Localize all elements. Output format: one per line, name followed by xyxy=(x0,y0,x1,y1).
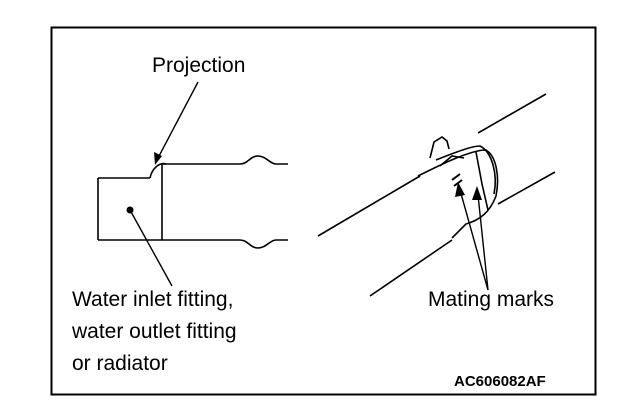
mating-leader-1 xyxy=(459,189,489,291)
figure-code: AC606082AF xyxy=(454,373,546,390)
right-hose-assembly xyxy=(317,93,556,297)
hose xyxy=(161,155,288,249)
fitting-pipe xyxy=(97,177,162,241)
clamp-band xyxy=(417,149,499,239)
clamp-side xyxy=(475,151,489,211)
hose-lower-edge xyxy=(369,239,453,297)
diagram-frame xyxy=(50,26,597,396)
mating-leader-2 xyxy=(477,194,489,291)
label-projection: Projection xyxy=(152,54,245,77)
projection-bulge xyxy=(149,162,167,179)
projection-leader xyxy=(157,81,199,159)
projection-arrowhead xyxy=(154,152,162,165)
pipe-upper-edge xyxy=(477,93,547,134)
clamp-tab xyxy=(429,136,450,159)
label-fitting-line2: water outlet fitting xyxy=(71,320,237,343)
clamp-band-inner xyxy=(435,145,496,195)
clamp-tab-base xyxy=(439,155,465,167)
label-fitting-line3: or radiator xyxy=(72,352,168,375)
mating-arrowhead-1 xyxy=(455,182,465,197)
mating-arrowhead-2 xyxy=(472,186,482,200)
left-pipe-assembly xyxy=(97,155,288,249)
mating-marks xyxy=(451,173,463,187)
label-mating-marks: Mating marks xyxy=(428,288,554,311)
fitting-leader xyxy=(129,209,173,287)
hose-upper-edge xyxy=(317,175,421,237)
label-fitting-line1: Water inlet fitting, xyxy=(72,288,233,311)
pipe-lower-edge xyxy=(497,171,556,205)
